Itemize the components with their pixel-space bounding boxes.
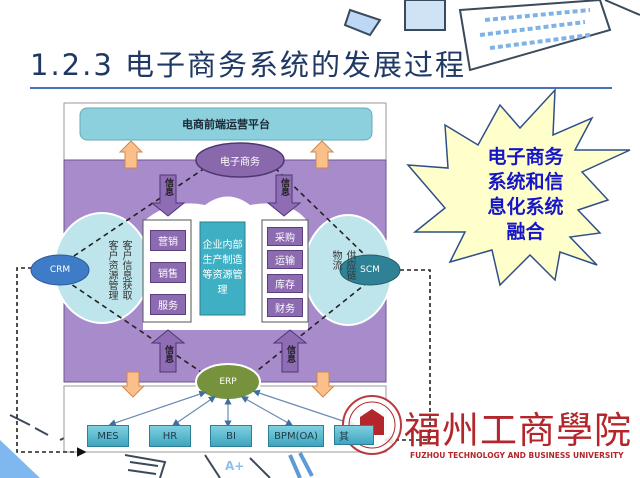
scm-node xyxy=(339,254,401,286)
crm-node xyxy=(30,254,90,286)
info-label: 信息 xyxy=(285,345,295,363)
supply-chain-label: 供应链 xyxy=(344,250,355,280)
callout-line: 系统和信 xyxy=(487,171,564,193)
inventory-box: 库存 xyxy=(267,274,303,293)
center-box-label: 企业内部生产制造等资源管理 xyxy=(202,240,243,296)
crm-scm-connectors xyxy=(16,267,431,457)
callout-starburst xyxy=(406,87,631,287)
svg-text:A+: A+ xyxy=(225,459,244,473)
info-label: 信息 xyxy=(163,178,173,196)
service-box: 服务 xyxy=(150,294,186,315)
logistics-label: 物流 xyxy=(330,250,341,270)
university-name-cn: 福州工商學院 xyxy=(404,409,632,452)
sales-box: 销售 xyxy=(150,262,186,283)
callout-line: 息化系统 xyxy=(487,196,564,218)
module-bpm-oa: BPM(OA) xyxy=(268,425,324,447)
module-other: 其 xyxy=(334,425,374,445)
erp-spokes xyxy=(108,389,356,428)
callout-line: 电子商务 xyxy=(487,146,564,168)
scm-label: SCM xyxy=(360,265,380,275)
marketing-box: 营销 xyxy=(150,230,186,251)
erp-label: ERP xyxy=(219,377,237,387)
procurement-box: 采购 xyxy=(267,227,303,246)
info-label: 信息 xyxy=(279,178,289,196)
center-box xyxy=(199,221,246,316)
university-name-en: FUZHOU TECHNOLOGY AND BUSINESS UNIVERSIT… xyxy=(410,451,624,460)
decorative-bottom-icons: A+ xyxy=(0,414,314,478)
slide-title: 1.2.3 电子商务系统的发展过程 xyxy=(30,48,467,82)
module-bi: BI xyxy=(210,425,252,447)
module-mes: MES xyxy=(87,425,129,447)
crm-label: CRM xyxy=(49,265,71,275)
transport-box: 运输 xyxy=(267,250,303,269)
platform-label: 电商前端运营平台 xyxy=(182,118,270,131)
customer-info-label: 客户信息获取 xyxy=(120,240,131,300)
ecommerce-label: 电子商务 xyxy=(220,156,260,168)
finance-box: 财务 xyxy=(267,298,303,317)
customer-resource-label: 客户资源管理 xyxy=(106,240,117,300)
ecommerce-node xyxy=(195,142,285,178)
module-hr: HR xyxy=(149,425,191,447)
info-arrows xyxy=(150,174,308,373)
callout-line: 融合 xyxy=(506,221,545,243)
platform-bar xyxy=(79,107,373,141)
callout-text: 电子商务 系统和信 息化系统 融合 xyxy=(448,145,603,245)
decorative-laptop-icon xyxy=(343,0,640,72)
info-label: 信息 xyxy=(163,345,173,363)
